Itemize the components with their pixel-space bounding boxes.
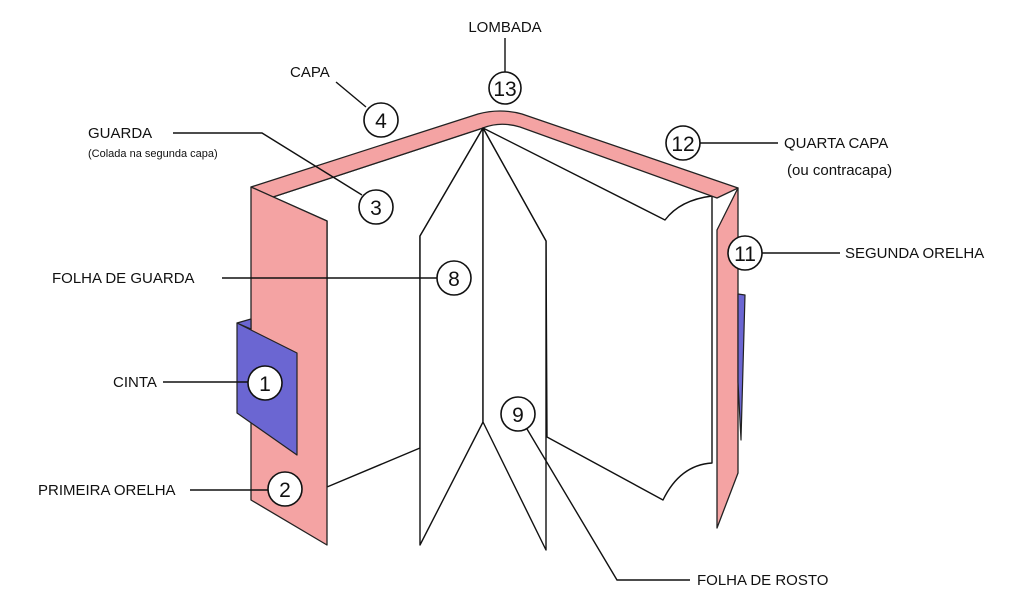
primeira-orelha-text: PRIMEIRA ORELHA xyxy=(38,482,176,499)
lombada-text: LOMBADA xyxy=(468,19,541,36)
folha-de-rosto-text: FOLHA DE ROSTO xyxy=(697,572,828,589)
callout-8: 8 xyxy=(448,268,460,291)
label-segunda-orelha: 11 SEGUNDA ORELHA xyxy=(727,235,984,271)
belly-band-back xyxy=(737,293,746,441)
quarta-capa-text: QUARTA CAPA xyxy=(784,135,888,152)
label-folha-de-rosto: 9 FOLHA DE ROSTO xyxy=(500,396,828,589)
label-primeira-orelha: PRIMEIRA ORELHA 2 xyxy=(38,471,303,507)
folha-de-guarda-text: FOLHA DE GUARDA xyxy=(52,270,195,287)
right-page-block xyxy=(482,127,713,501)
label-folha-de-guarda: FOLHA DE GUARDA 8 xyxy=(52,260,472,296)
callout-11: 11 xyxy=(734,243,756,266)
callout-3: 3 xyxy=(370,197,382,220)
callout-12: 12 xyxy=(671,133,694,156)
capa-text: CAPA xyxy=(290,64,330,81)
callout-13: 13 xyxy=(493,78,516,101)
callout-2: 2 xyxy=(279,479,291,502)
label-capa: CAPA 4 xyxy=(290,64,399,138)
spine-cover-band xyxy=(250,110,739,199)
label-quarta-capa: 12 QUARTA CAPA (ou contracapa) xyxy=(665,125,892,179)
page-fan xyxy=(419,127,547,551)
callout-4: 4 xyxy=(375,110,387,133)
callout-1: 1 xyxy=(259,373,271,396)
cinta-text: CINTA xyxy=(113,374,157,391)
guarda-note: (Colada na segunda capa) xyxy=(88,148,218,160)
label-lombada: LOMBADA 13 xyxy=(468,19,542,105)
label-guarda: GUARDA (Colada na segunda capa) 3 xyxy=(88,125,394,225)
guarda-text: GUARDA xyxy=(88,125,152,142)
quarta-capa-note: (ou contracapa) xyxy=(787,162,892,179)
segunda-orelha-text: SEGUNDA ORELHA xyxy=(845,245,984,262)
callout-9: 9 xyxy=(512,404,524,427)
label-cinta: CINTA 1 xyxy=(113,365,283,401)
